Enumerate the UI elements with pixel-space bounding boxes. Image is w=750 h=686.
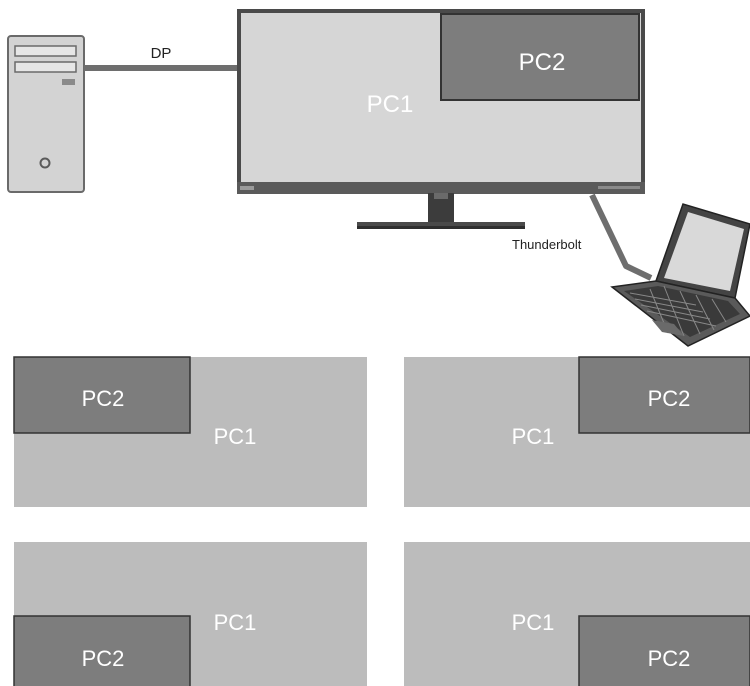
- layout-pip-top-left: PC2 PC1: [13, 356, 367, 507]
- pc2-window: [13, 615, 191, 686]
- monitor-pc2-window: [440, 13, 640, 101]
- pc2-window: [13, 356, 191, 434]
- desktop-pc-icon: [7, 35, 85, 193]
- monitor-pc2-label: PC2: [519, 49, 566, 76]
- thunderbolt-cable: [589, 193, 653, 281]
- pc1-label: PC1: [214, 610, 257, 635]
- pc2-label: PC2: [82, 386, 125, 411]
- laptop-icon: [610, 203, 750, 347]
- pc2-window: [578, 615, 750, 686]
- pc2-label: PC2: [648, 646, 691, 671]
- layout-pip-top-right: PC2 PC1: [404, 356, 750, 507]
- pc2-window: [578, 356, 750, 434]
- monitor-pc1-label: PC1: [367, 91, 414, 118]
- pc2-label: PC2: [82, 646, 125, 671]
- pc1-label: PC1: [214, 424, 257, 449]
- pc1-label: PC1: [512, 610, 555, 635]
- pc1-label: PC1: [512, 424, 555, 449]
- layout-pip-bottom-right: PC1 PC2: [404, 542, 750, 686]
- thunderbolt-label: Thunderbolt: [512, 237, 582, 252]
- dp-label: DP: [151, 45, 172, 62]
- monitor: [237, 9, 645, 229]
- pc2-label: PC2: [648, 386, 691, 411]
- layout-pip-bottom-left: PC1 PC2: [13, 542, 367, 686]
